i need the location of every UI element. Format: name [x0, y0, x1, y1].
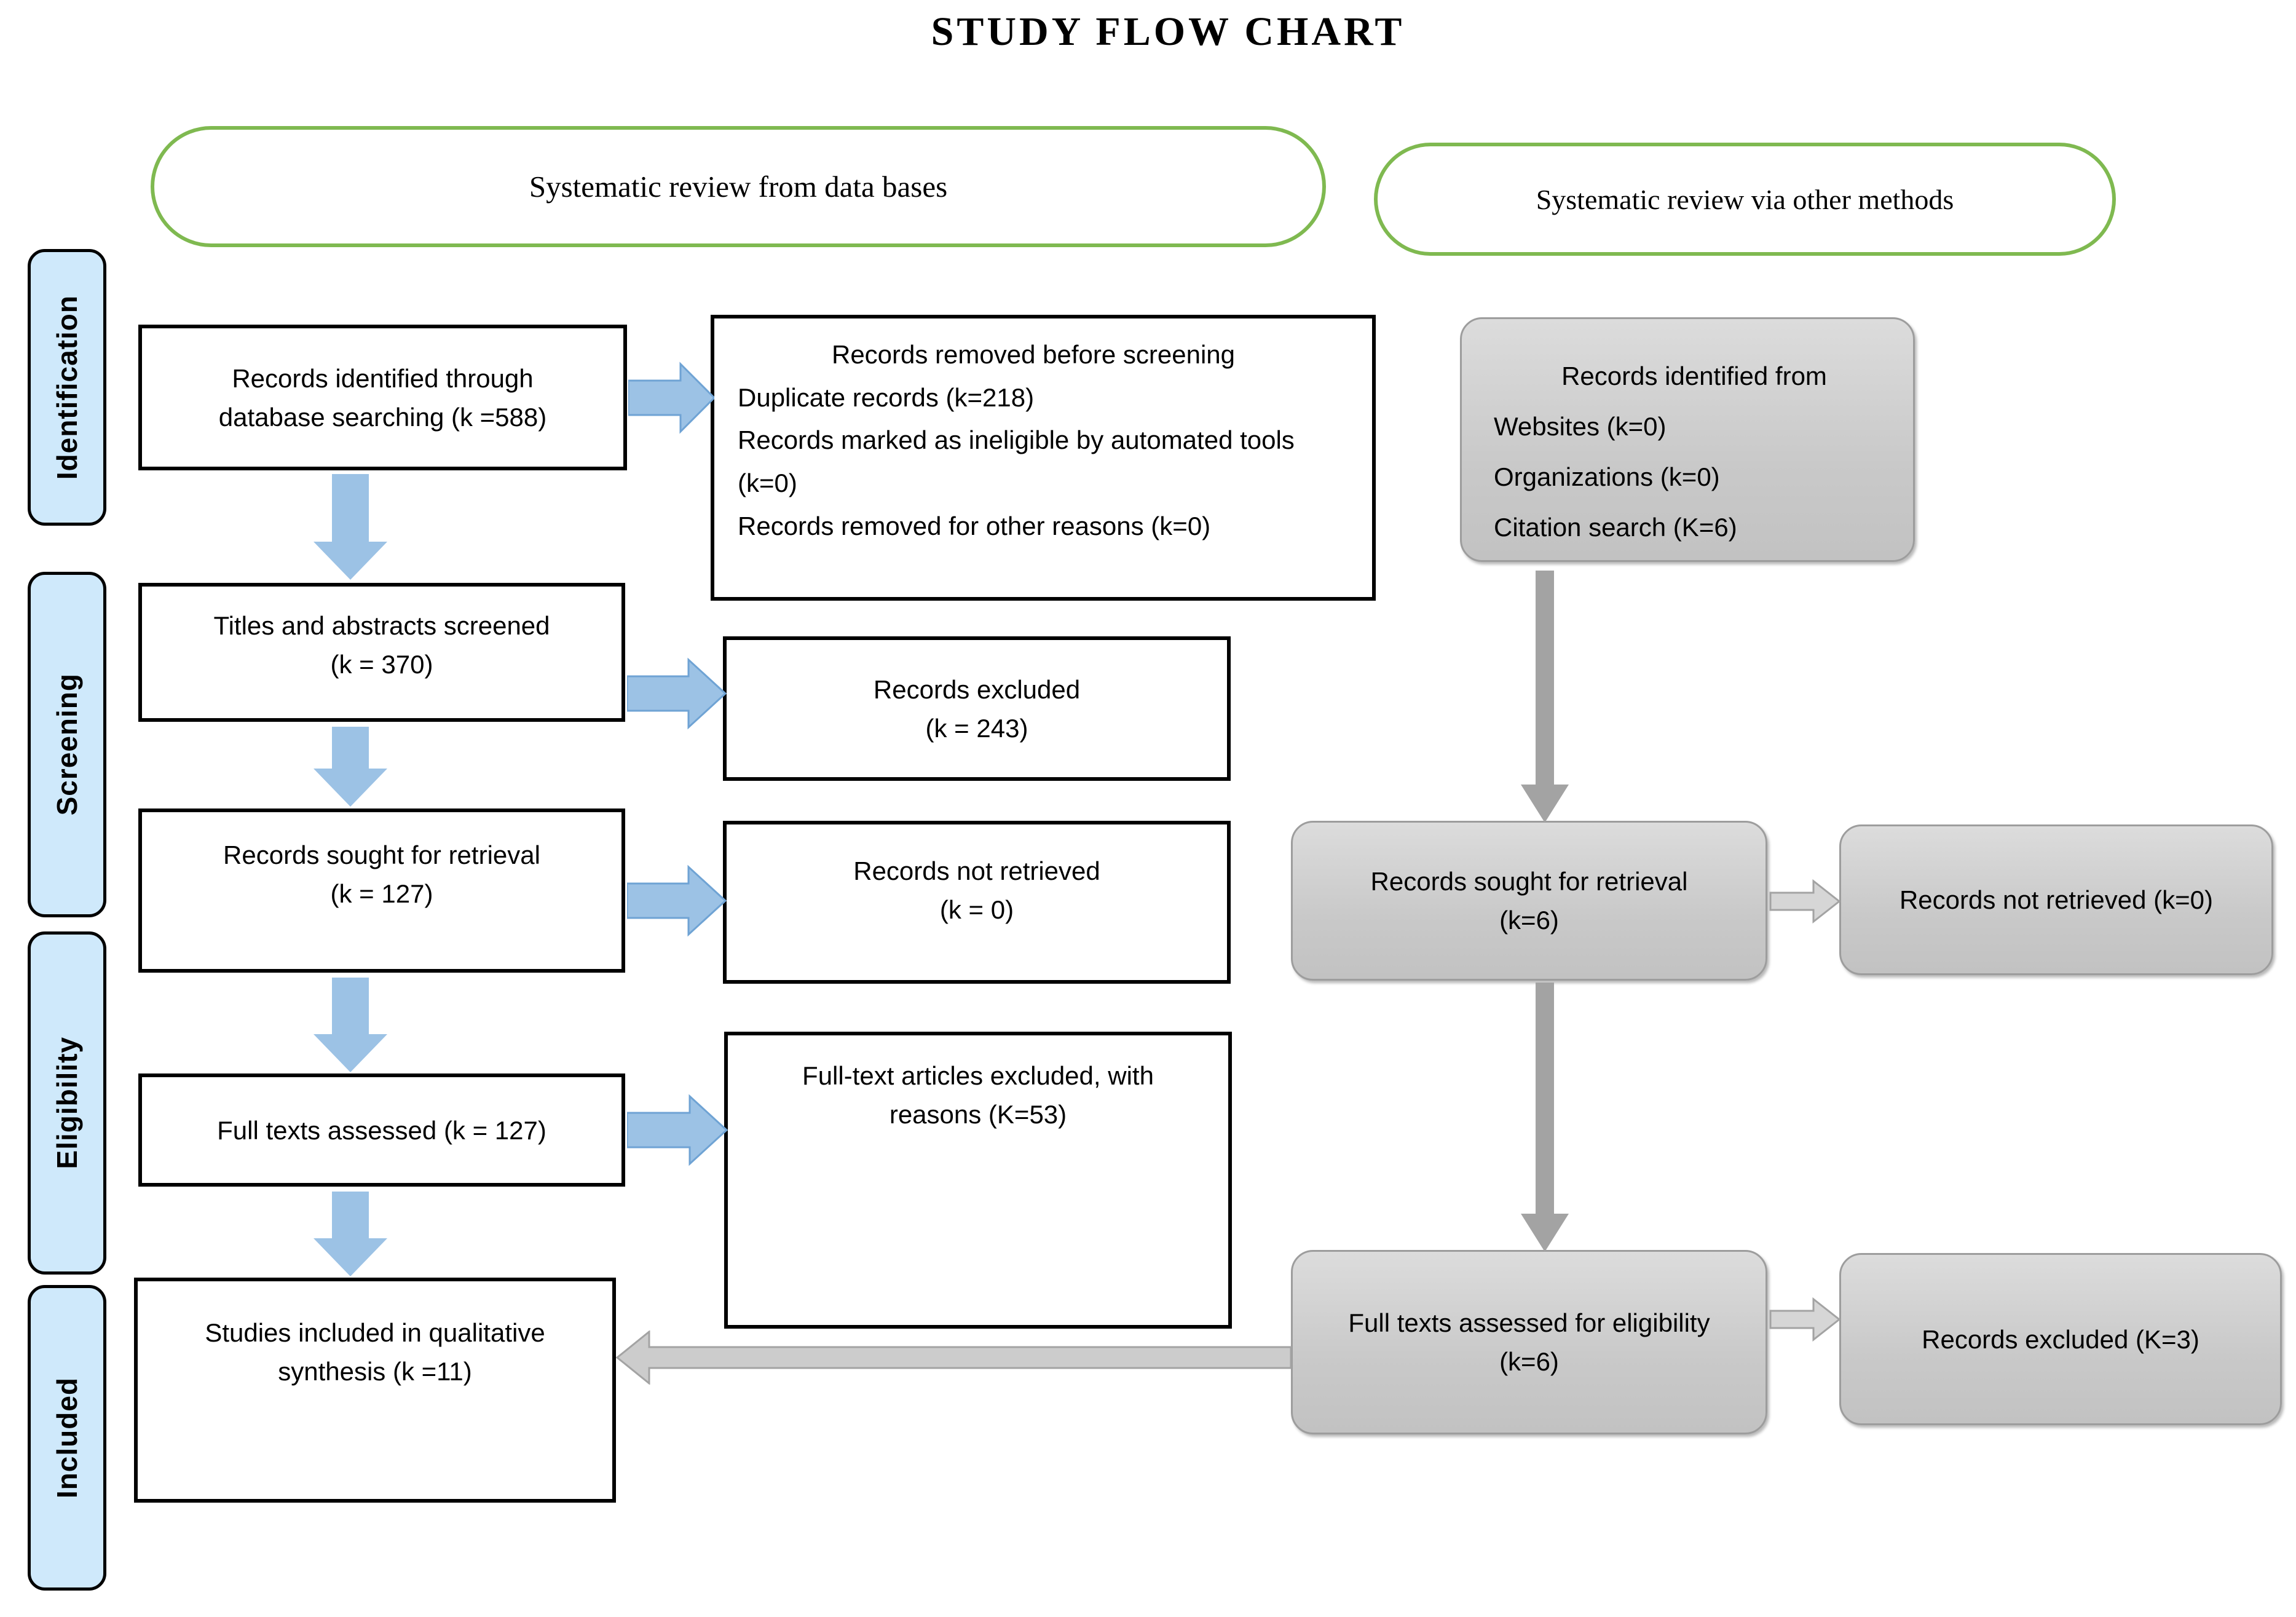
box-records-sought-line1: Records sought for retrieval: [223, 840, 540, 869]
gbox-fulltexts-eligibility-line1: Full texts assessed for eligibility: [1348, 1308, 1710, 1337]
gbox-records-identified-from-item3: Citation search (K=6): [1494, 512, 1737, 542]
arrow-other-identified-to-sought: [1521, 571, 1569, 823]
box-titles-screened-line2: (k = 370): [330, 650, 433, 679]
gbox-fulltexts-eligibility-line2: (k=6): [1499, 1347, 1559, 1376]
box-records-removed-item1: Duplicate records (k=218): [738, 382, 1035, 412]
stage-screening: Screening: [28, 572, 106, 917]
box-records-excluded: Records excluded (k = 243): [723, 636, 1231, 781]
arrow-screened-to-excluded: [627, 657, 727, 730]
box-records-excluded-line1: Records excluded: [873, 674, 1081, 704]
gbox-records-sought-line1: Records sought for retrieval: [1370, 867, 1688, 896]
box-records-removed-item3: Records removed for other reasons (k=0): [738, 511, 1211, 540]
arrow-other-sought-to-assessed: [1521, 982, 1569, 1252]
box-studies-included: Studies included in qualitative synthesi…: [134, 1278, 616, 1503]
box-titles-screened: Titles and abstracts screened (k = 370): [138, 583, 625, 722]
stage-identification-label: Identification: [51, 295, 83, 480]
branch-header-other-methods: Systematic review via other methods: [1374, 143, 2116, 256]
box-records-not-retrieved-line1: Records not retrieved: [853, 856, 1100, 885]
box-studies-included-line2: synthesis (k =11): [278, 1357, 472, 1386]
box-records-identified-line2: database searching (k =588): [218, 402, 547, 432]
stage-screening-label: Screening: [51, 673, 83, 816]
box-records-identified: Records identified through database sear…: [138, 325, 627, 470]
box-records-identified-line1: Records identified through: [232, 363, 534, 393]
arrow-screened-to-sought: [314, 727, 387, 807]
box-titles-screened-line1: Titles and abstracts screened: [213, 611, 550, 640]
gbox-records-not-retrieved-line1: Records not retrieved (k=0): [1899, 885, 2214, 914]
box-records-not-retrieved: Records not retrieved (k = 0): [723, 821, 1231, 984]
box-records-removed: Records removed before screening Duplica…: [711, 315, 1376, 601]
stage-eligibility-label: Eligibility: [51, 1037, 83, 1169]
gbox-records-identified-from-item2: Organizations (k=0): [1494, 462, 1720, 491]
arrow-assessed-to-included: [314, 1192, 387, 1276]
gbox-records-identified-from: Records identified from Websites (k=0) O…: [1460, 317, 1915, 562]
box-fulltext-excluded: Full-text articles excluded, with reason…: [724, 1032, 1232, 1329]
branch-header-databases-label: Systematic review from data bases: [529, 170, 948, 204]
stage-included-label: Included: [51, 1377, 83, 1499]
page-title: STUDY FLOW CHART: [931, 9, 1405, 54]
arrow-assessed-to-fulltext-excluded: [627, 1094, 728, 1166]
stage-eligibility: Eligibility: [28, 931, 106, 1275]
box-studies-included-line1: Studies included in qualitative: [205, 1318, 545, 1347]
arrow-other-assessed-to-included-studies: [616, 1330, 1292, 1385]
arrow-sought-to-assessed: [314, 978, 387, 1072]
gbox-records-sought: Records sought for retrieval (k=6): [1291, 821, 1767, 981]
box-records-removed-title: Records removed before screening: [831, 340, 1235, 369]
gbox-records-not-retrieved: Records not retrieved (k=0): [1839, 824, 2273, 975]
gbox-records-excluded-line1: Records excluded (K=3): [1922, 1324, 2199, 1354]
stage-identification: Identification: [28, 249, 106, 526]
box-fulltext-excluded-line2: reasons (K=53): [889, 1100, 1067, 1129]
box-fulltext-excluded-line1: Full-text articles excluded, with: [802, 1061, 1154, 1090]
box-records-excluded-line2: (k = 243): [925, 713, 1028, 743]
gbox-records-identified-from-title: Records identified from: [1561, 362, 1827, 390]
branch-header-other-methods-label: Systematic review via other methods: [1536, 183, 1954, 215]
gbox-fulltexts-eligibility: Full texts assessed for eligibility (k=6…: [1291, 1250, 1767, 1434]
arrow-identified-to-screened: [314, 474, 387, 580]
box-records-removed-item2: Records marked as ineligible by automate…: [738, 425, 1295, 498]
arrow-identified-to-removed: [628, 362, 714, 434]
gbox-records-sought-line2: (k=6): [1499, 906, 1559, 935]
gbox-records-identified-from-item1: Websites (k=0): [1494, 411, 1667, 441]
arrow-other-assessed-to-excluded: [1769, 1297, 1841, 1342]
arrow-sought-to-not-retrieved: [627, 864, 727, 937]
box-records-sought-line2: (k = 127): [330, 879, 433, 908]
box-records-sought: Records sought for retrieval (k = 127): [138, 808, 625, 973]
box-fulltexts-assessed-line1: Full texts assessed (k = 127): [217, 1115, 546, 1145]
gbox-records-excluded: Records excluded (K=3): [1839, 1253, 2282, 1425]
arrow-other-sought-to-not-retrieved: [1769, 879, 1841, 923]
stage-included: Included: [28, 1285, 106, 1591]
box-fulltexts-assessed: Full texts assessed (k = 127): [138, 1073, 625, 1187]
branch-header-databases: Systematic review from data bases: [151, 126, 1326, 247]
box-records-not-retrieved-line2: (k = 0): [939, 895, 1014, 924]
